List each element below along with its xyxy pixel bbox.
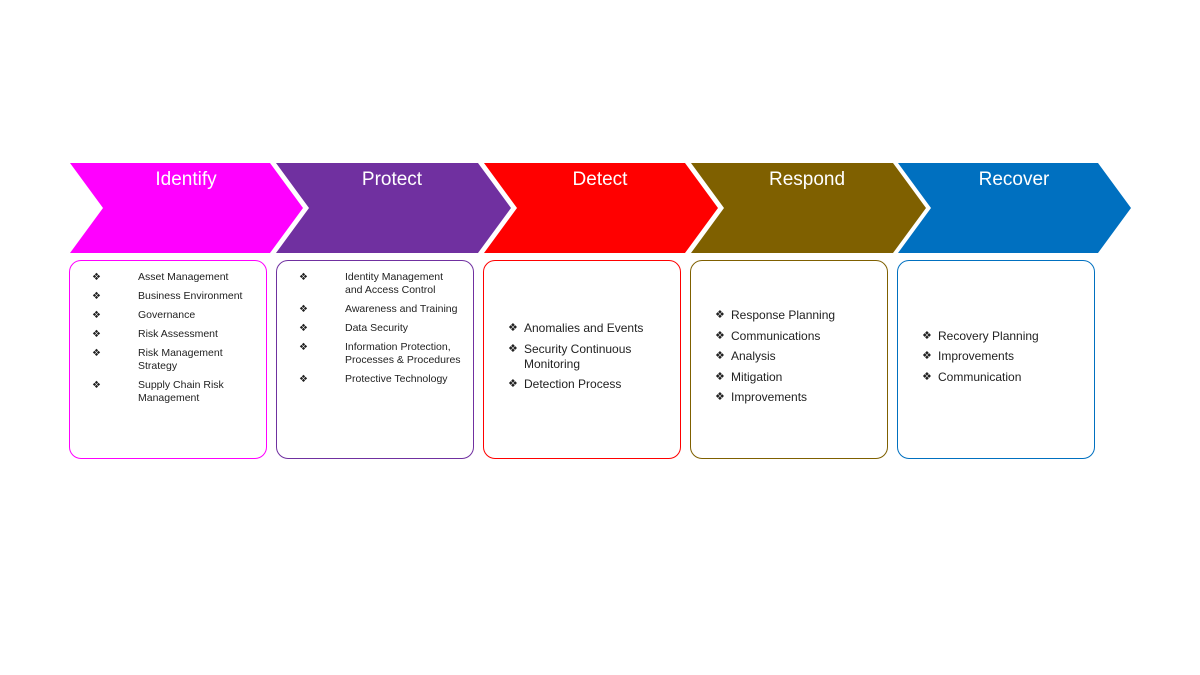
list-item: ❖Detection Process: [508, 377, 622, 392]
list-item: ❖Security Continuous Monitoring: [508, 341, 632, 371]
diamond-bullet-icon: ❖: [92, 310, 101, 321]
list-item: ❖Recovery Planning: [922, 328, 1039, 343]
list-item: ❖Response Planning: [715, 308, 836, 323]
diamond-bullet-icon: ❖: [715, 391, 725, 404]
list-item: ❖Awareness and Training: [299, 303, 458, 315]
diamond-bullet-icon: ❖: [92, 380, 101, 391]
protect-chevron: [276, 163, 511, 253]
diamond-bullet-icon: ❖: [922, 350, 932, 363]
diamond-bullet-icon: ❖: [508, 378, 518, 391]
list-item: ❖Protective Technology: [299, 373, 448, 385]
list-item: ❖Improvements: [715, 390, 808, 405]
diamond-bullet-icon: ❖: [92, 291, 101, 302]
list-item: ❖Identity Management and Access Control: [299, 271, 444, 296]
diamond-bullet-icon: ❖: [508, 322, 518, 335]
respond-chevron: [691, 163, 926, 253]
list-item: ❖Analysis: [715, 349, 776, 364]
diamond-bullet-icon: ❖: [92, 329, 101, 340]
protect-list: ❖Identity Management and Access Control …: [299, 271, 463, 392]
list-item: ❖Communication: [922, 369, 1022, 384]
diamond-bullet-icon: ❖: [299, 374, 308, 385]
list-item: ❖Communications: [715, 328, 821, 343]
list-item: ❖Risk Management Strategy: [92, 347, 223, 372]
diamond-bullet-icon: ❖: [299, 304, 308, 315]
diamond-bullet-icon: ❖: [299, 323, 308, 334]
list-item: ❖Governance: [92, 309, 196, 321]
recover-label: Recover: [978, 169, 1050, 190]
diamond-bullet-icon: ❖: [299, 342, 308, 353]
list-item: ❖Data Security: [299, 322, 409, 334]
identify-list: ❖Asset Management ❖Business Environment …: [92, 271, 256, 411]
list-item: ❖Asset Management: [92, 271, 229, 283]
recover-list: ❖Recovery Planning ❖Improvements ❖Commun…: [922, 329, 1086, 391]
protect-label: Protect: [361, 169, 423, 190]
diamond-bullet-icon: ❖: [715, 350, 725, 363]
diamond-bullet-icon: ❖: [715, 309, 725, 322]
protect-box: ❖Identity Management and Access Control …: [276, 260, 474, 459]
detect-chevron: [484, 163, 718, 253]
diamond-bullet-icon: ❖: [92, 348, 101, 359]
diamond-bullet-icon: ❖: [715, 370, 725, 383]
respond-list: ❖Response Planning ❖Communications ❖Anal…: [715, 308, 879, 411]
list-item: ❖Risk Assessment: [92, 328, 218, 340]
diamond-bullet-icon: ❖: [508, 342, 518, 355]
detect-box: ❖Anomalies and Events ❖Security Continuo…: [483, 260, 681, 459]
diamond-bullet-icon: ❖: [715, 329, 725, 342]
diamond-bullet-icon: ❖: [922, 329, 932, 342]
list-item: ❖Mitigation: [715, 369, 783, 384]
list-item: ❖Supply Chain Risk Management: [92, 379, 224, 404]
diamond-bullet-icon: ❖: [299, 272, 308, 283]
diamond-bullet-icon: ❖: [922, 370, 932, 383]
detect-list: ❖Anomalies and Events ❖Security Continuo…: [508, 321, 672, 398]
identify-chevron: [70, 163, 303, 253]
list-item: ❖Business Environment: [92, 290, 243, 302]
identify-label: Identify: [155, 169, 217, 190]
recover-box: ❖Recovery Planning ❖Improvements ❖Commun…: [897, 260, 1095, 459]
list-item: ❖Improvements: [922, 349, 1015, 364]
list-item: ❖Anomalies and Events: [508, 321, 644, 336]
diamond-bullet-icon: ❖: [92, 272, 101, 283]
respond-box: ❖Response Planning ❖Communications ❖Anal…: [690, 260, 888, 459]
list-item: ❖Information Protection, Processes & Pro…: [299, 341, 461, 366]
detect-label: Detect: [572, 169, 628, 190]
identify-box: ❖Asset Management ❖Business Environment …: [69, 260, 267, 459]
recover-chevron: [898, 163, 1131, 253]
respond-label: Respond: [768, 169, 846, 190]
